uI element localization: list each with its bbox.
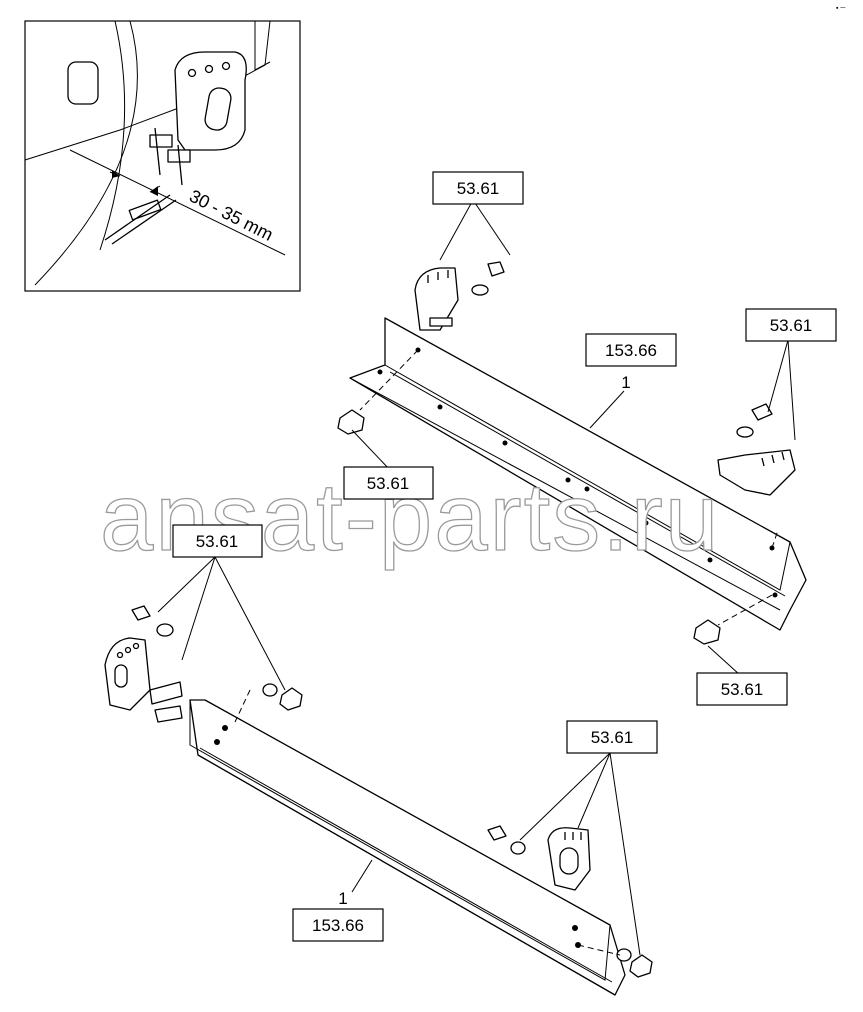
detail-hole-3 bbox=[221, 61, 231, 71]
lower-left-dash bbox=[234, 689, 251, 723]
upper-right-nut-leader bbox=[707, 645, 741, 676]
callout-upper-bracket-left: 53.61 bbox=[432, 171, 524, 205]
detail-dim-line-1 bbox=[69, 149, 286, 256]
upper-beam-hole-7 bbox=[643, 520, 649, 526]
upper-left-bracket-leaders bbox=[439, 199, 511, 261]
upper-beam-hole-6 bbox=[584, 486, 590, 492]
upper-right-washer bbox=[736, 426, 754, 438]
upper-beam-hole-3 bbox=[437, 404, 443, 410]
svg-text:153.66: 153.66 bbox=[312, 916, 364, 935]
lower-beam-leader bbox=[351, 859, 373, 893]
upper-left-bracket bbox=[414, 267, 459, 331]
lower-left-washer bbox=[156, 623, 174, 637]
lower-right-bolt bbox=[487, 825, 507, 841]
upper-beam-assembly bbox=[337, 199, 807, 676]
lower-beam-edge bbox=[197, 754, 611, 993]
lower-beam-hole-2 bbox=[214, 739, 220, 745]
upper-beam-edge-2 bbox=[389, 371, 786, 597]
upper-beam bbox=[349, 317, 807, 631]
svg-text:53.61: 53.61 bbox=[367, 474, 410, 493]
svg-text:53.61: 53.61 bbox=[770, 316, 813, 335]
callout-lower-beam-ref: 153.66 bbox=[292, 908, 384, 942]
upper-right-bracket-leaders bbox=[767, 339, 796, 441]
lower-right-dash bbox=[577, 944, 621, 956]
corner-mark: ▪ ─ bbox=[836, 5, 845, 12]
upper-right-bracket bbox=[717, 449, 796, 496]
callout-upper-nut-right: 53.61 bbox=[696, 672, 788, 706]
detail-arrow-1 bbox=[112, 170, 120, 178]
upper-beam-hole-1 bbox=[377, 369, 383, 375]
lower-left-washer-2 bbox=[262, 683, 278, 697]
detail-panel-corner bbox=[254, 21, 271, 71]
detail-inset: 30 - 35 mm bbox=[24, 20, 301, 292]
upper-left-nut bbox=[337, 409, 365, 435]
lower-right-washer bbox=[510, 841, 526, 855]
lower-beam-hole-1 bbox=[222, 725, 228, 731]
lower-right-nut bbox=[629, 954, 653, 978]
detail-arc-inner bbox=[99, 20, 126, 251]
upper-beam-hole-8 bbox=[707, 557, 713, 563]
upper-left-bracket-tab bbox=[429, 317, 453, 327]
upper-right-nut bbox=[693, 619, 721, 645]
lower-beam-assembly bbox=[104, 556, 653, 996]
detail-bracket-slot bbox=[204, 87, 232, 131]
lower-beam-edge-2 bbox=[199, 747, 613, 983]
detail-hole-1 bbox=[187, 68, 197, 78]
svg-text:153.66: 153.66 bbox=[605, 341, 657, 360]
detail-bolts bbox=[104, 127, 191, 245]
upper-beam-edge bbox=[349, 377, 781, 611]
lower-left-bracket-slot bbox=[114, 664, 128, 688]
svg-text:53.61: 53.61 bbox=[591, 728, 634, 747]
upper-beam-hole-10 bbox=[772, 592, 778, 598]
lower-right-washer-2 bbox=[616, 948, 632, 962]
callout-lower-bracket-right: 53.61 bbox=[566, 720, 658, 754]
upper-right-dash bbox=[717, 529, 779, 626]
lower-left-bracket-tabs bbox=[149, 681, 183, 723]
callout-upper-bracket-right: 53.61 bbox=[745, 308, 837, 342]
detail-slot-hole bbox=[67, 61, 99, 105]
upper-right-bolt bbox=[751, 403, 773, 421]
svg-text:53.61: 53.61 bbox=[721, 680, 764, 699]
upper-beam-flange bbox=[384, 318, 791, 591]
svg-text:53.61: 53.61 bbox=[196, 532, 239, 551]
callout-lower-bracket-left: 53.61 bbox=[172, 524, 263, 558]
svg-text:53.61: 53.61 bbox=[457, 179, 500, 198]
upper-beam-hole-5 bbox=[565, 477, 571, 483]
lower-left-nut bbox=[279, 687, 303, 711]
lower-right-bracket-leaders bbox=[519, 752, 641, 956]
lower-right-bracket-slot bbox=[559, 847, 579, 875]
detail-arc-outer bbox=[34, 20, 138, 286]
upper-left-bolt bbox=[487, 261, 505, 277]
detail-hole-2 bbox=[204, 64, 214, 74]
detail-arrow-2 bbox=[150, 186, 158, 196]
lower-left-bolt bbox=[131, 605, 151, 621]
upper-beam-leader bbox=[589, 390, 625, 429]
callout-upper-nut-left: 53.61 bbox=[343, 466, 434, 500]
upper-left-dash bbox=[359, 349, 419, 411]
lower-left-bracket-leaders bbox=[157, 556, 286, 691]
upper-beam-hole-4 bbox=[502, 440, 508, 446]
lower-beam-item-number: 1 bbox=[338, 889, 347, 908]
upper-beam-item-number: 1 bbox=[621, 373, 630, 392]
upper-left-nut-leader bbox=[351, 429, 391, 471]
lower-beam-hole-3 bbox=[572, 925, 578, 931]
upper-left-washer bbox=[471, 284, 489, 296]
callout-upper-beam-ref: 153.66 bbox=[585, 333, 677, 367]
